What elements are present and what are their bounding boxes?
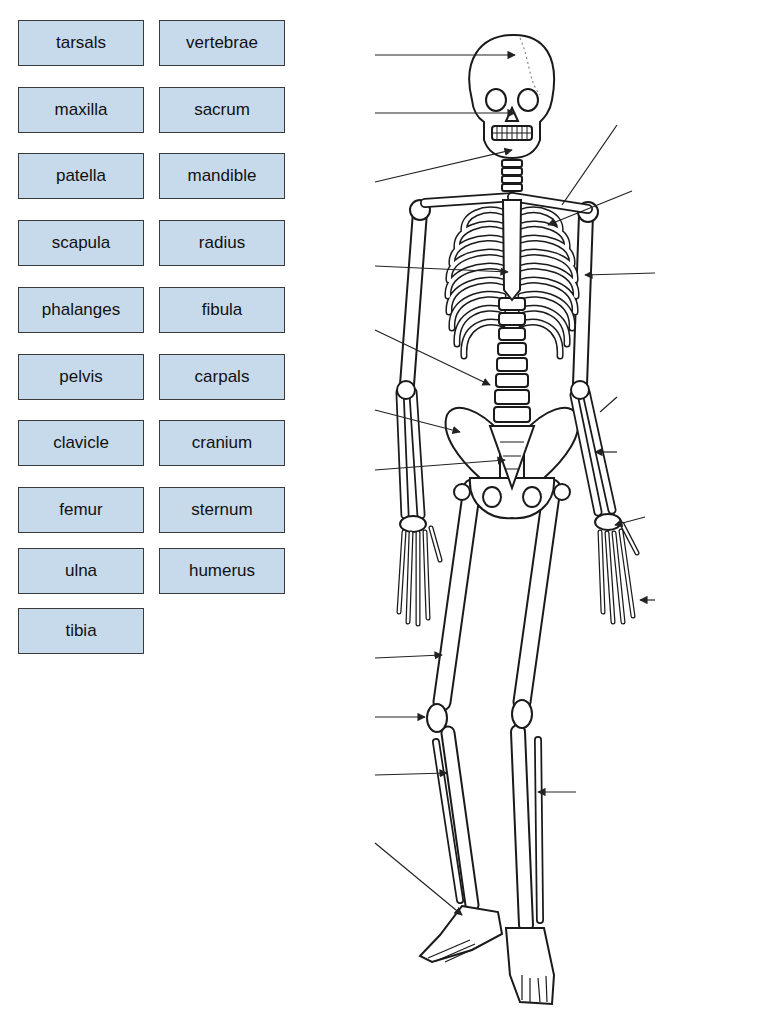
word-box: vertebrae [159, 20, 285, 66]
word-box: mandible [159, 153, 285, 199]
bone-name: clavicle [53, 433, 109, 453]
word-box: maxilla [18, 87, 144, 133]
bone-name: maxilla [55, 100, 108, 120]
legs [420, 484, 570, 1004]
leader-lines [375, 55, 655, 915]
shoulder-girdle [425, 197, 588, 300]
bone-name: pelvis [59, 367, 102, 387]
bone-name: tibia [65, 621, 96, 641]
word-box: femur [18, 487, 144, 533]
bone-name: patella [56, 166, 106, 186]
bone-name: ulna [65, 561, 97, 581]
bone-name: sternum [191, 500, 252, 520]
word-box: sacrum [159, 87, 285, 133]
bone-name: scapula [52, 233, 111, 253]
bone-name: carpals [195, 367, 250, 387]
word-box: radius [159, 220, 285, 266]
word-box: sternum [159, 487, 285, 533]
word-box: scapula [18, 220, 144, 266]
word-box: tibia [18, 608, 144, 654]
word-box: tarsals [18, 20, 144, 66]
bone-name: phalanges [42, 300, 120, 320]
word-box: ulna [18, 548, 144, 594]
word-box: cranium [159, 420, 285, 466]
word-box: patella [18, 153, 144, 199]
bone-name: tarsals [56, 33, 106, 53]
bone-name: vertebrae [186, 33, 258, 53]
bone-name: fibula [202, 300, 243, 320]
word-box: fibula [159, 287, 285, 333]
word-box: phalanges [18, 287, 144, 333]
bone-name: radius [199, 233, 245, 253]
bone-name: cranium [192, 433, 252, 453]
bone-name: humerus [189, 561, 255, 581]
word-box: carpals [159, 354, 285, 400]
word-box: humerus [159, 548, 285, 594]
bone-name: sacrum [194, 100, 250, 120]
word-box: clavicle [18, 420, 144, 466]
word-box: pelvis [18, 354, 144, 400]
skull [469, 35, 554, 158]
arms [397, 200, 637, 624]
bone-name: femur [59, 500, 102, 520]
bone-name: mandible [188, 166, 257, 186]
